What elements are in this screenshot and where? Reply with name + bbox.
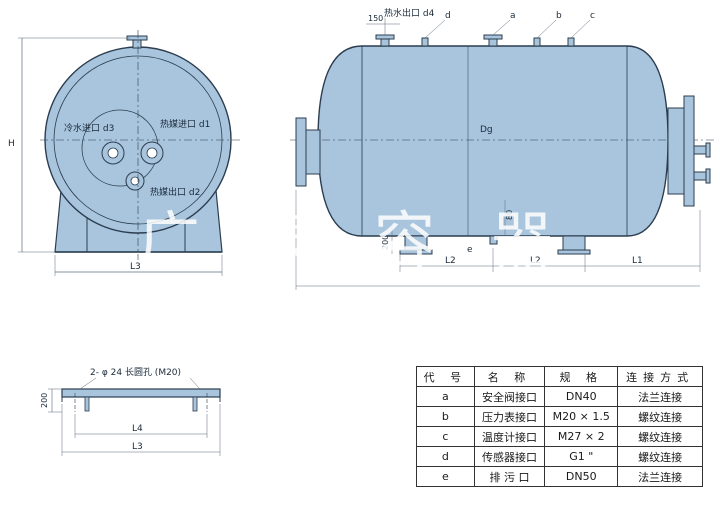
watermark: 广 泉 容 器 (138, 204, 571, 277)
front-view: H L3 冷水进口 d3 热媒进口 d1 热媒出口 d2 (8, 30, 240, 276)
cell-code: a (416, 386, 475, 407)
cell-code: c (416, 426, 475, 447)
cell-spec: M20 × 1.5 (544, 406, 619, 427)
dim-200: 200 (381, 235, 390, 250)
table-row: a 安全阀接口 DN40 法兰连接 (416, 386, 703, 407)
header-name: 名 称 (473, 366, 546, 387)
label-nozzle-e: e (467, 245, 473, 255)
flange-d1 (140, 141, 164, 165)
nozzle-spec-table: 代 号 名 称 规 格 连接方式 a 安全阀接口 DN40 法兰连接 b 压力表… (416, 366, 703, 487)
nozzle-d4 (375, 34, 395, 47)
cell-name: 温度计接口 (473, 426, 546, 447)
cell-code: d (416, 446, 475, 467)
cell-code: e (416, 466, 475, 487)
base-plate-view: 2- φ 24 长圆孔 (M20) 200 L4 L3 (40, 366, 221, 456)
label-heat-medium-inlet: 热媒进口 d1 (160, 118, 210, 130)
label-heat-medium-outlet: 热媒出口 d2 (150, 186, 200, 198)
cell-connection: 螺纹连接 (617, 446, 703, 467)
label-hot-water-outlet: 热水出口 d4 (384, 7, 435, 19)
dim-L2-a: L2 (445, 256, 456, 266)
cell-name: 传感器接口 (473, 446, 546, 467)
table-row: d 传感器接口 G1 " 螺纹连接 (416, 446, 703, 467)
table-row: c 温度计接口 M27 × 2 螺纹连接 (416, 426, 703, 447)
base-plate (61, 388, 221, 398)
header-code: 代 号 (416, 366, 475, 387)
nozzle-d (421, 37, 429, 47)
cell-name: 安全阀接口 (473, 386, 546, 407)
cell-code: b (416, 406, 475, 427)
label-cold-water-inlet: 冷水进口 d3 (64, 122, 114, 134)
table-row: b 压力表接口 M20 × 1.5 螺纹连接 (416, 406, 703, 427)
cell-spec: M27 × 2 (544, 426, 619, 447)
label-nozzle-d: d (445, 11, 451, 21)
flange-d3 (101, 141, 125, 165)
cell-name: 压力表接口 (473, 406, 546, 427)
dim-L3-front: L3 (130, 262, 141, 272)
label-nozzle-a: a (510, 11, 516, 21)
nozzle-b (533, 37, 541, 47)
flange-d2 (125, 171, 145, 191)
cell-spec: DN50 (544, 466, 619, 487)
nozzle-e (489, 235, 498, 245)
nozzle-a (483, 34, 503, 47)
table-row: e 排 污 口 DN50 法兰连接 (416, 466, 703, 487)
dim-80: 80 (505, 210, 514, 220)
dim-L4: L4 (132, 424, 143, 434)
side-view: 150 热水出口 d4 d a b c Dg 200 80 e L2 L2 L1 (290, 7, 715, 290)
cell-spec: G1 " (544, 446, 619, 467)
header-spec: 规 格 (544, 366, 619, 387)
dim-L1: L1 (632, 256, 643, 266)
cell-name: 排 污 口 (473, 466, 546, 487)
dim-200-base: 200 (40, 393, 49, 408)
label-base-holes: 2- φ 24 长圆孔 (M20) (90, 366, 181, 378)
cell-connection: 法兰连接 (617, 386, 703, 407)
dim-L2-b: L2 (530, 256, 541, 266)
dim-L3-base: L3 (132, 442, 143, 452)
dim-Dg: Dg (480, 125, 493, 135)
cell-connection: 螺纹连接 (617, 426, 703, 447)
dim-H: H (8, 139, 15, 149)
dim-150: 150 (368, 14, 383, 23)
label-nozzle-c: c (590, 11, 595, 21)
header-connection: 连接方式 (617, 366, 703, 387)
cell-spec: DN40 (544, 386, 619, 407)
cell-connection: 螺纹连接 (617, 406, 703, 427)
cell-connection: 法兰连接 (617, 466, 703, 487)
nozzle-c (567, 37, 575, 47)
left-flange (295, 117, 307, 187)
right-flange (683, 95, 695, 207)
label-nozzle-b: b (556, 11, 562, 21)
table-header-row: 代 号 名 称 规 格 连接方式 (416, 366, 703, 387)
